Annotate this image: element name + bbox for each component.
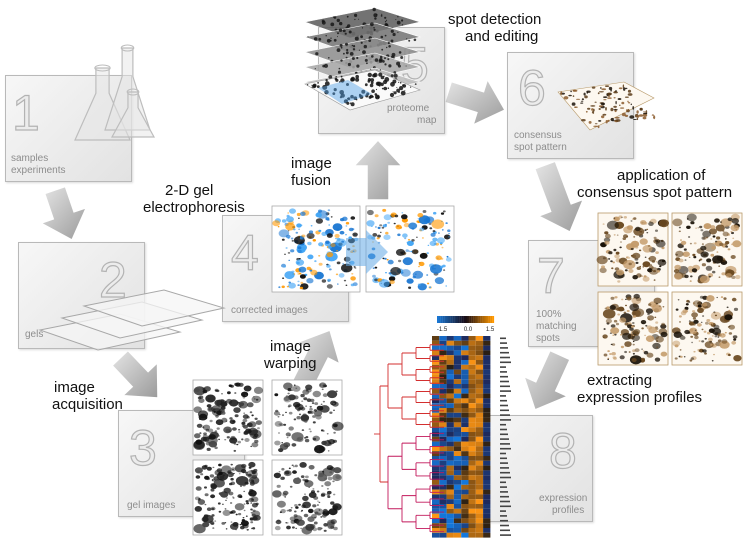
gel-image [271, 459, 343, 536]
matching-panel [671, 212, 743, 287]
box-4-number: 4 [230, 225, 259, 281]
heatmap-illustration: -1.5 0.0 1.5 [374, 316, 511, 538]
arrow-2-to-3 [110, 349, 159, 399]
heatmap-scale-tick: 1.5 [486, 327, 495, 333]
step-acquisition-line-1: image [54, 379, 95, 396]
consensus-pattern-illustration [557, 81, 656, 131]
box-5-label-line-2: map [417, 115, 437, 126]
box-1-label-line-2: experiments [11, 165, 66, 176]
step-extracting-line-1: extracting [587, 372, 653, 389]
step-electrophoresis-line-1: 2-D gel [165, 182, 214, 199]
step-extracting-profiles: extracting expression profiles [577, 372, 702, 406]
box-6-label-line-2: spot pattern [514, 142, 567, 153]
step-extracting-line-2: expression profiles [577, 389, 703, 406]
heatmap-cells [432, 336, 491, 538]
box-6-number: 6 [517, 60, 546, 116]
fusion-arrow-overlay [346, 230, 388, 274]
box-6-label-line-1: consensus [514, 130, 562, 141]
box-5-label-line-1: proteome [387, 103, 430, 114]
arrows-layer [39, 77, 585, 412]
heatmap-row-labels [500, 337, 511, 536]
step-fusion-line-1: image [291, 155, 332, 172]
step-fusion-line-2: fusion [291, 172, 332, 189]
box-1-number: 1 [11, 85, 40, 141]
arrow-4-to-5 [352, 138, 404, 201]
matching-panel [597, 291, 669, 366]
matching-panel [596, 212, 670, 287]
gel-image [271, 379, 344, 456]
arrow-7-to-8 [522, 349, 572, 412]
box-8-label-line-1: expression [539, 493, 588, 504]
gel-image [192, 379, 264, 456]
corrected-image [271, 205, 361, 293]
gel-image [192, 459, 264, 536]
arrow-6-to-7 [533, 160, 585, 234]
step-warping-line-2: warping [264, 355, 317, 372]
step-detection-line-1: spot detection [448, 11, 542, 28]
gel-sheet [82, 289, 226, 327]
box-8-number: 8 [548, 423, 577, 479]
box-7-number: 7 [536, 248, 565, 304]
step-image-fusion: image fusion [291, 155, 332, 189]
box-7-label-line-2: matching [536, 321, 577, 332]
step-spot-detection: spot detection and editing [448, 11, 541, 45]
box-3-number: 3 [128, 420, 157, 476]
arrow-5-to-6 [443, 77, 507, 127]
box-4-label: corrected images [231, 305, 308, 316]
box-2-number: 2 [98, 252, 127, 308]
highlight-overlay [318, 80, 372, 104]
gel-sheets-illustration [38, 289, 226, 351]
box-2-label: gels [25, 329, 44, 340]
matching-panel [671, 291, 743, 366]
step-detection-line-2: and editing [465, 28, 539, 45]
box-8-label-line-2: profiles [552, 505, 585, 516]
step-application-line-1: application of [617, 167, 706, 184]
step-warping-line-1: image [270, 338, 311, 355]
heatmap-scale-tick: -1.5 [437, 327, 448, 333]
box-1-label-line-1: samples [11, 153, 49, 164]
step-application-consensus: application of consensus spot pattern [577, 167, 732, 201]
step-image-acquisition: image acquisition [52, 379, 123, 413]
step-electrophoresis-line-2: electrophoresis [143, 199, 245, 216]
box-3-label: gel images [127, 500, 176, 511]
box-1-samples: 1 samples experiments [5, 75, 132, 182]
step-acquisition-line-2: acquisition [52, 396, 123, 413]
dendrogram [374, 344, 444, 533]
heatmap-color-scale [437, 316, 495, 323]
heatmap-scale-tick: 0.0 [464, 327, 473, 333]
beaker-icon [110, 91, 156, 138]
step-electrophoresis: 2-D gel electrophoresis [143, 182, 245, 216]
box-7-label-line-1: 100% [536, 309, 562, 320]
step-application-line-2: consensus spot pattern [577, 184, 733, 201]
proteome-stack-illustration [303, 7, 422, 111]
step-image-warping: image warping [264, 338, 317, 372]
corrected-images-illustration [271, 205, 455, 293]
matching-spots-illustration [596, 212, 743, 366]
arrow-3-to-4 [289, 329, 342, 396]
flasks-illustration [74, 44, 156, 141]
box-7-label-line-3: spots [536, 333, 560, 344]
gel-images-illustration [192, 379, 344, 536]
arrow-1-to-2 [39, 185, 88, 242]
